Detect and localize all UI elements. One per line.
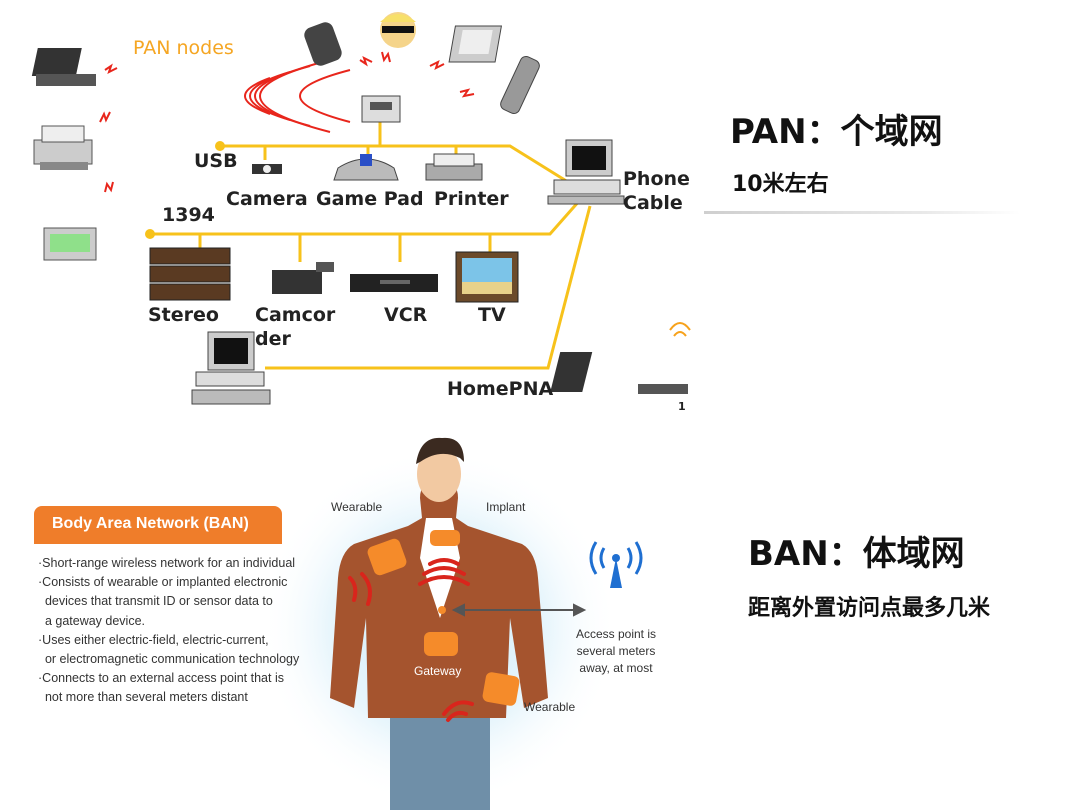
person-head xyxy=(417,446,461,502)
gateway-device xyxy=(424,632,458,656)
ban-panel-header: Body Area Network (BAN) xyxy=(34,506,282,544)
printer-label: Printer xyxy=(434,188,509,210)
person-pants xyxy=(390,718,490,810)
pda-icon xyxy=(448,25,503,63)
ban-bullet: ·Uses either electric-field, electric-cu… xyxy=(38,632,269,647)
camcorder-icon xyxy=(272,262,334,294)
access-point-label: Access point is several meters away, at … xyxy=(564,626,668,677)
ban-title: BAN：体域网 xyxy=(748,534,965,574)
camcorder-label-line2: der xyxy=(255,328,291,350)
ban-bullet-list: ·Short-range wireless network for an ind… xyxy=(38,554,338,708)
pager-icon xyxy=(43,227,97,261)
desktop-pc-bottom-icon xyxy=(191,331,271,405)
implant-device xyxy=(430,530,460,546)
ban-person-graphic xyxy=(270,437,643,810)
access-point-icon xyxy=(589,541,643,588)
wearable-shoulder xyxy=(367,538,407,576)
access-point-line3: away, at most xyxy=(579,661,653,675)
ban-signal-waves xyxy=(348,558,474,722)
access-point-line1: Access point is xyxy=(575,627,657,641)
game-pad-label: Game Pad xyxy=(316,188,424,210)
gateway-label: Gateway xyxy=(414,664,462,678)
pan-signal-arcs xyxy=(244,59,351,133)
usb-label: USB xyxy=(194,150,238,172)
tv-label: TV xyxy=(478,304,506,326)
access-point-line2: several meters xyxy=(576,644,656,658)
wearable-bottom-label: Wearable xyxy=(524,700,576,714)
ban-figure: Wearable Implant Gateway Access point is… xyxy=(270,418,710,810)
laptop-top-left-icon xyxy=(31,48,96,86)
phone-label: Phone xyxy=(623,168,690,190)
pan-subtitle: 10米左右 xyxy=(732,172,829,197)
gateway-point xyxy=(438,606,446,614)
camcorder-label-line1: Camcor xyxy=(255,304,336,326)
desktop-pc-right-icon xyxy=(547,139,625,205)
game-pad-icon xyxy=(333,154,399,181)
vcr-icon xyxy=(350,274,438,292)
wearable-wrist xyxy=(482,672,520,706)
pan-diagram: PAN nodes USB 1394 Camera Game Pad Print… xyxy=(20,0,710,420)
bus-lines xyxy=(150,122,592,370)
ban-bullet: devices that transmit ID or sensor data … xyxy=(38,594,273,609)
ban-bullet: ·Connects to an external access point th… xyxy=(38,671,284,686)
cable-label: Cable xyxy=(623,192,683,214)
corner-number: 1 xyxy=(678,400,686,413)
camera-label: Camera xyxy=(226,188,308,210)
hub-device-icon xyxy=(361,95,401,123)
ban-bullet: not more than several meters distant xyxy=(38,690,248,705)
user-face-icon xyxy=(380,12,416,48)
phone-handset-icon xyxy=(304,22,342,66)
range-arrow xyxy=(451,603,587,617)
ban-subtitle: 距离外置访问点最多几米 xyxy=(748,596,991,621)
stereo-label: Stereo xyxy=(148,304,219,326)
wearable-top-label: Wearable xyxy=(331,500,383,514)
printer-left-icon xyxy=(33,125,93,170)
ban-bullet: ·Consists of wearable or implanted elect… xyxy=(38,575,288,590)
homepna-label: HomePNA xyxy=(447,378,554,400)
printer-icon xyxy=(425,153,483,181)
bus1394-dot xyxy=(145,229,155,239)
pan-divider xyxy=(704,211,1020,214)
laptop-bottom-right-icon xyxy=(550,322,691,394)
pan-title: PAN：个域网 xyxy=(730,112,943,152)
ban-bullet: a gateway device. xyxy=(38,613,146,628)
ban-bullet: or electromagnetic communication technol… xyxy=(38,652,300,667)
mobile-phone-icon xyxy=(500,55,540,115)
pan-nodes-label: PAN nodes xyxy=(133,37,234,59)
implant-label: Implant xyxy=(486,500,526,514)
pan-network-graphic xyxy=(31,12,691,405)
vcr-label: VCR xyxy=(384,304,428,326)
tv-icon xyxy=(455,251,519,303)
ban-bullet: ·Short-range wireless network for an ind… xyxy=(38,556,296,570)
stereo-icon xyxy=(149,247,231,301)
zigzag-signals xyxy=(99,51,475,193)
usb-dot xyxy=(215,141,225,151)
camera-icon xyxy=(252,164,282,174)
bus-1394-label: 1394 xyxy=(162,204,215,226)
person-hair xyxy=(416,437,464,464)
